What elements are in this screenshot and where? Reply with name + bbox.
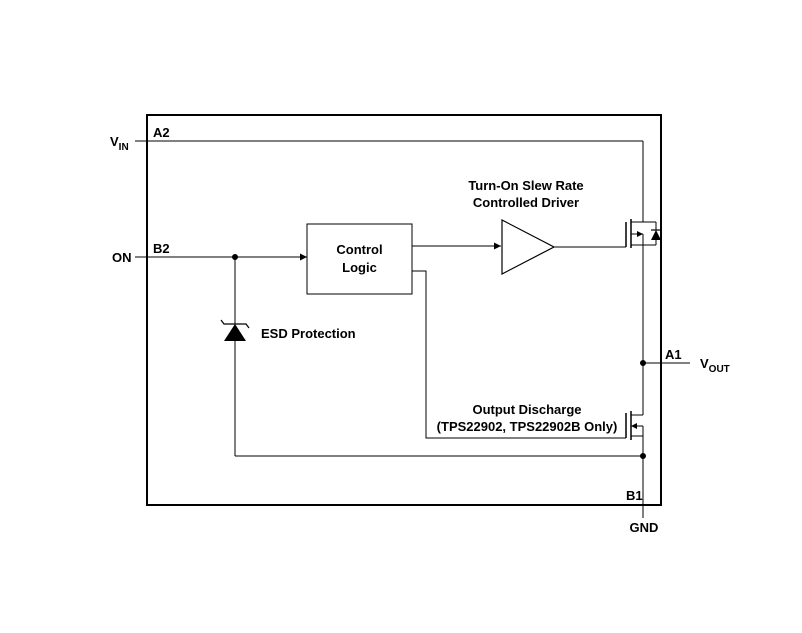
vout-pin-label: A1: [665, 347, 682, 362]
gnd-label: GND: [630, 520, 659, 535]
discharge-label-line1: Output Discharge: [472, 402, 581, 417]
discharge-control-wire: [412, 270, 626, 439]
esd-zener-bar: [220, 319, 250, 329]
vin-pin-label: A2: [153, 125, 170, 140]
esd-diode-icon: [224, 324, 246, 341]
body-diode-icon: [651, 230, 661, 240]
discharge-label-line2: (TPS22902, TPS22902B Only): [437, 419, 618, 434]
on-label: ON: [112, 250, 132, 265]
driver-triangle: [501, 219, 556, 275]
discharge-body-arrow: [631, 423, 637, 429]
esd-label: ESD Protection: [261, 326, 356, 341]
vout-label: VOUT: [700, 356, 730, 375]
driver-label-line1: Turn-On Slew Rate: [468, 178, 583, 193]
gnd-pin-label: B1: [626, 488, 643, 503]
control-logic-line1: Control: [336, 242, 382, 257]
on-pin-label: B2: [153, 241, 170, 256]
control-logic-line2: Logic: [342, 260, 377, 275]
driver-label-line2: Controlled Driver: [473, 195, 579, 210]
main-switch-body-arrow: [637, 231, 643, 237]
chip-outline: [146, 114, 662, 506]
control-logic-block: [306, 223, 413, 295]
vin-label: VIN: [110, 134, 129, 153]
